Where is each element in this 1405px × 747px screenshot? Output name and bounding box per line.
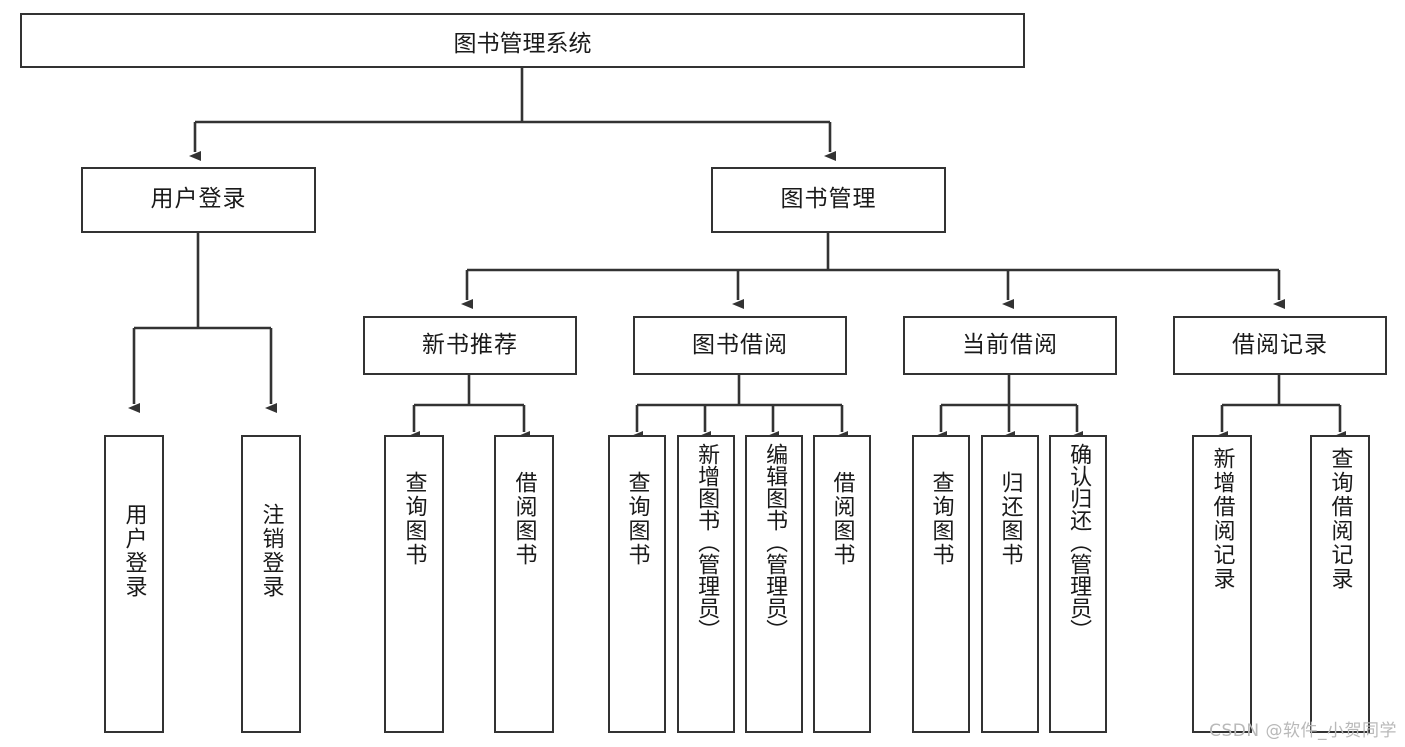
leaf-borrow-add-book-admin[interactable]: 新增图书（管理员） bbox=[677, 435, 735, 733]
node-label: 当前借阅 bbox=[962, 331, 1058, 358]
node-user-login[interactable]: 用户登录 bbox=[81, 167, 316, 233]
leaf-borrow-borrow-book[interactable]: 借阅图书 bbox=[813, 435, 871, 733]
node-root-system[interactable]: 图书管理系统 bbox=[20, 13, 1025, 68]
leaf-borrow-query-book[interactable]: 查询图书 bbox=[608, 435, 666, 733]
node-label: 借阅图书 bbox=[829, 471, 855, 567]
node-current-borrow[interactable]: 当前借阅 bbox=[903, 316, 1117, 375]
node-label: 图书借阅 bbox=[692, 331, 788, 358]
leaf-user-login-login[interactable]: 用户登录 bbox=[104, 435, 164, 733]
node-label: 图书管理系统 bbox=[453, 30, 592, 57]
node-borrow-records[interactable]: 借阅记录 bbox=[1173, 316, 1387, 375]
leaf-user-login-logout[interactable]: 注销登录 bbox=[241, 435, 301, 733]
node-label: 查询借阅记录 bbox=[1327, 447, 1353, 591]
node-new-book-recommend[interactable]: 新书推荐 bbox=[363, 316, 577, 375]
node-label: 用户登录 bbox=[150, 186, 247, 213]
leaf-current-return-book[interactable]: 归还图书 bbox=[981, 435, 1039, 733]
leaf-records-add-record[interactable]: 新增借阅记录 bbox=[1192, 435, 1252, 733]
node-label: 图书管理 bbox=[780, 186, 877, 213]
leaf-current-confirm-return-admin[interactable]: 确认归还（管理员） bbox=[1049, 435, 1107, 733]
node-label: 查询图书 bbox=[401, 471, 427, 567]
node-label: 编辑图书（管理员） bbox=[762, 443, 788, 641]
csdn-watermark: CSDN @软件_小贺同学 bbox=[1209, 721, 1397, 741]
node-label: 新书推荐 bbox=[422, 331, 518, 358]
node-book-borrow[interactable]: 图书借阅 bbox=[633, 316, 847, 375]
leaf-current-query-book[interactable]: 查询图书 bbox=[912, 435, 970, 733]
node-book-management[interactable]: 图书管理 bbox=[711, 167, 946, 233]
node-label: 借阅图书 bbox=[511, 471, 537, 567]
leaf-recommend-borrow-book[interactable]: 借阅图书 bbox=[494, 435, 554, 733]
leaf-recommend-query-book[interactable]: 查询图书 bbox=[384, 435, 444, 733]
node-label: 注销登录 bbox=[258, 503, 284, 599]
node-label: 用户登录 bbox=[121, 503, 147, 599]
node-label: 查询图书 bbox=[624, 471, 650, 567]
leaf-records-query-record[interactable]: 查询借阅记录 bbox=[1310, 435, 1370, 733]
node-label: 确认归还（管理员） bbox=[1066, 443, 1092, 641]
node-label: 归还图书 bbox=[997, 471, 1023, 567]
node-label: 新增图书（管理员） bbox=[694, 443, 720, 641]
node-label: 借阅记录 bbox=[1232, 331, 1328, 358]
leaf-borrow-edit-book-admin[interactable]: 编辑图书（管理员） bbox=[745, 435, 803, 733]
node-label: 查询图书 bbox=[928, 471, 954, 567]
node-label: 新增借阅记录 bbox=[1209, 447, 1235, 591]
